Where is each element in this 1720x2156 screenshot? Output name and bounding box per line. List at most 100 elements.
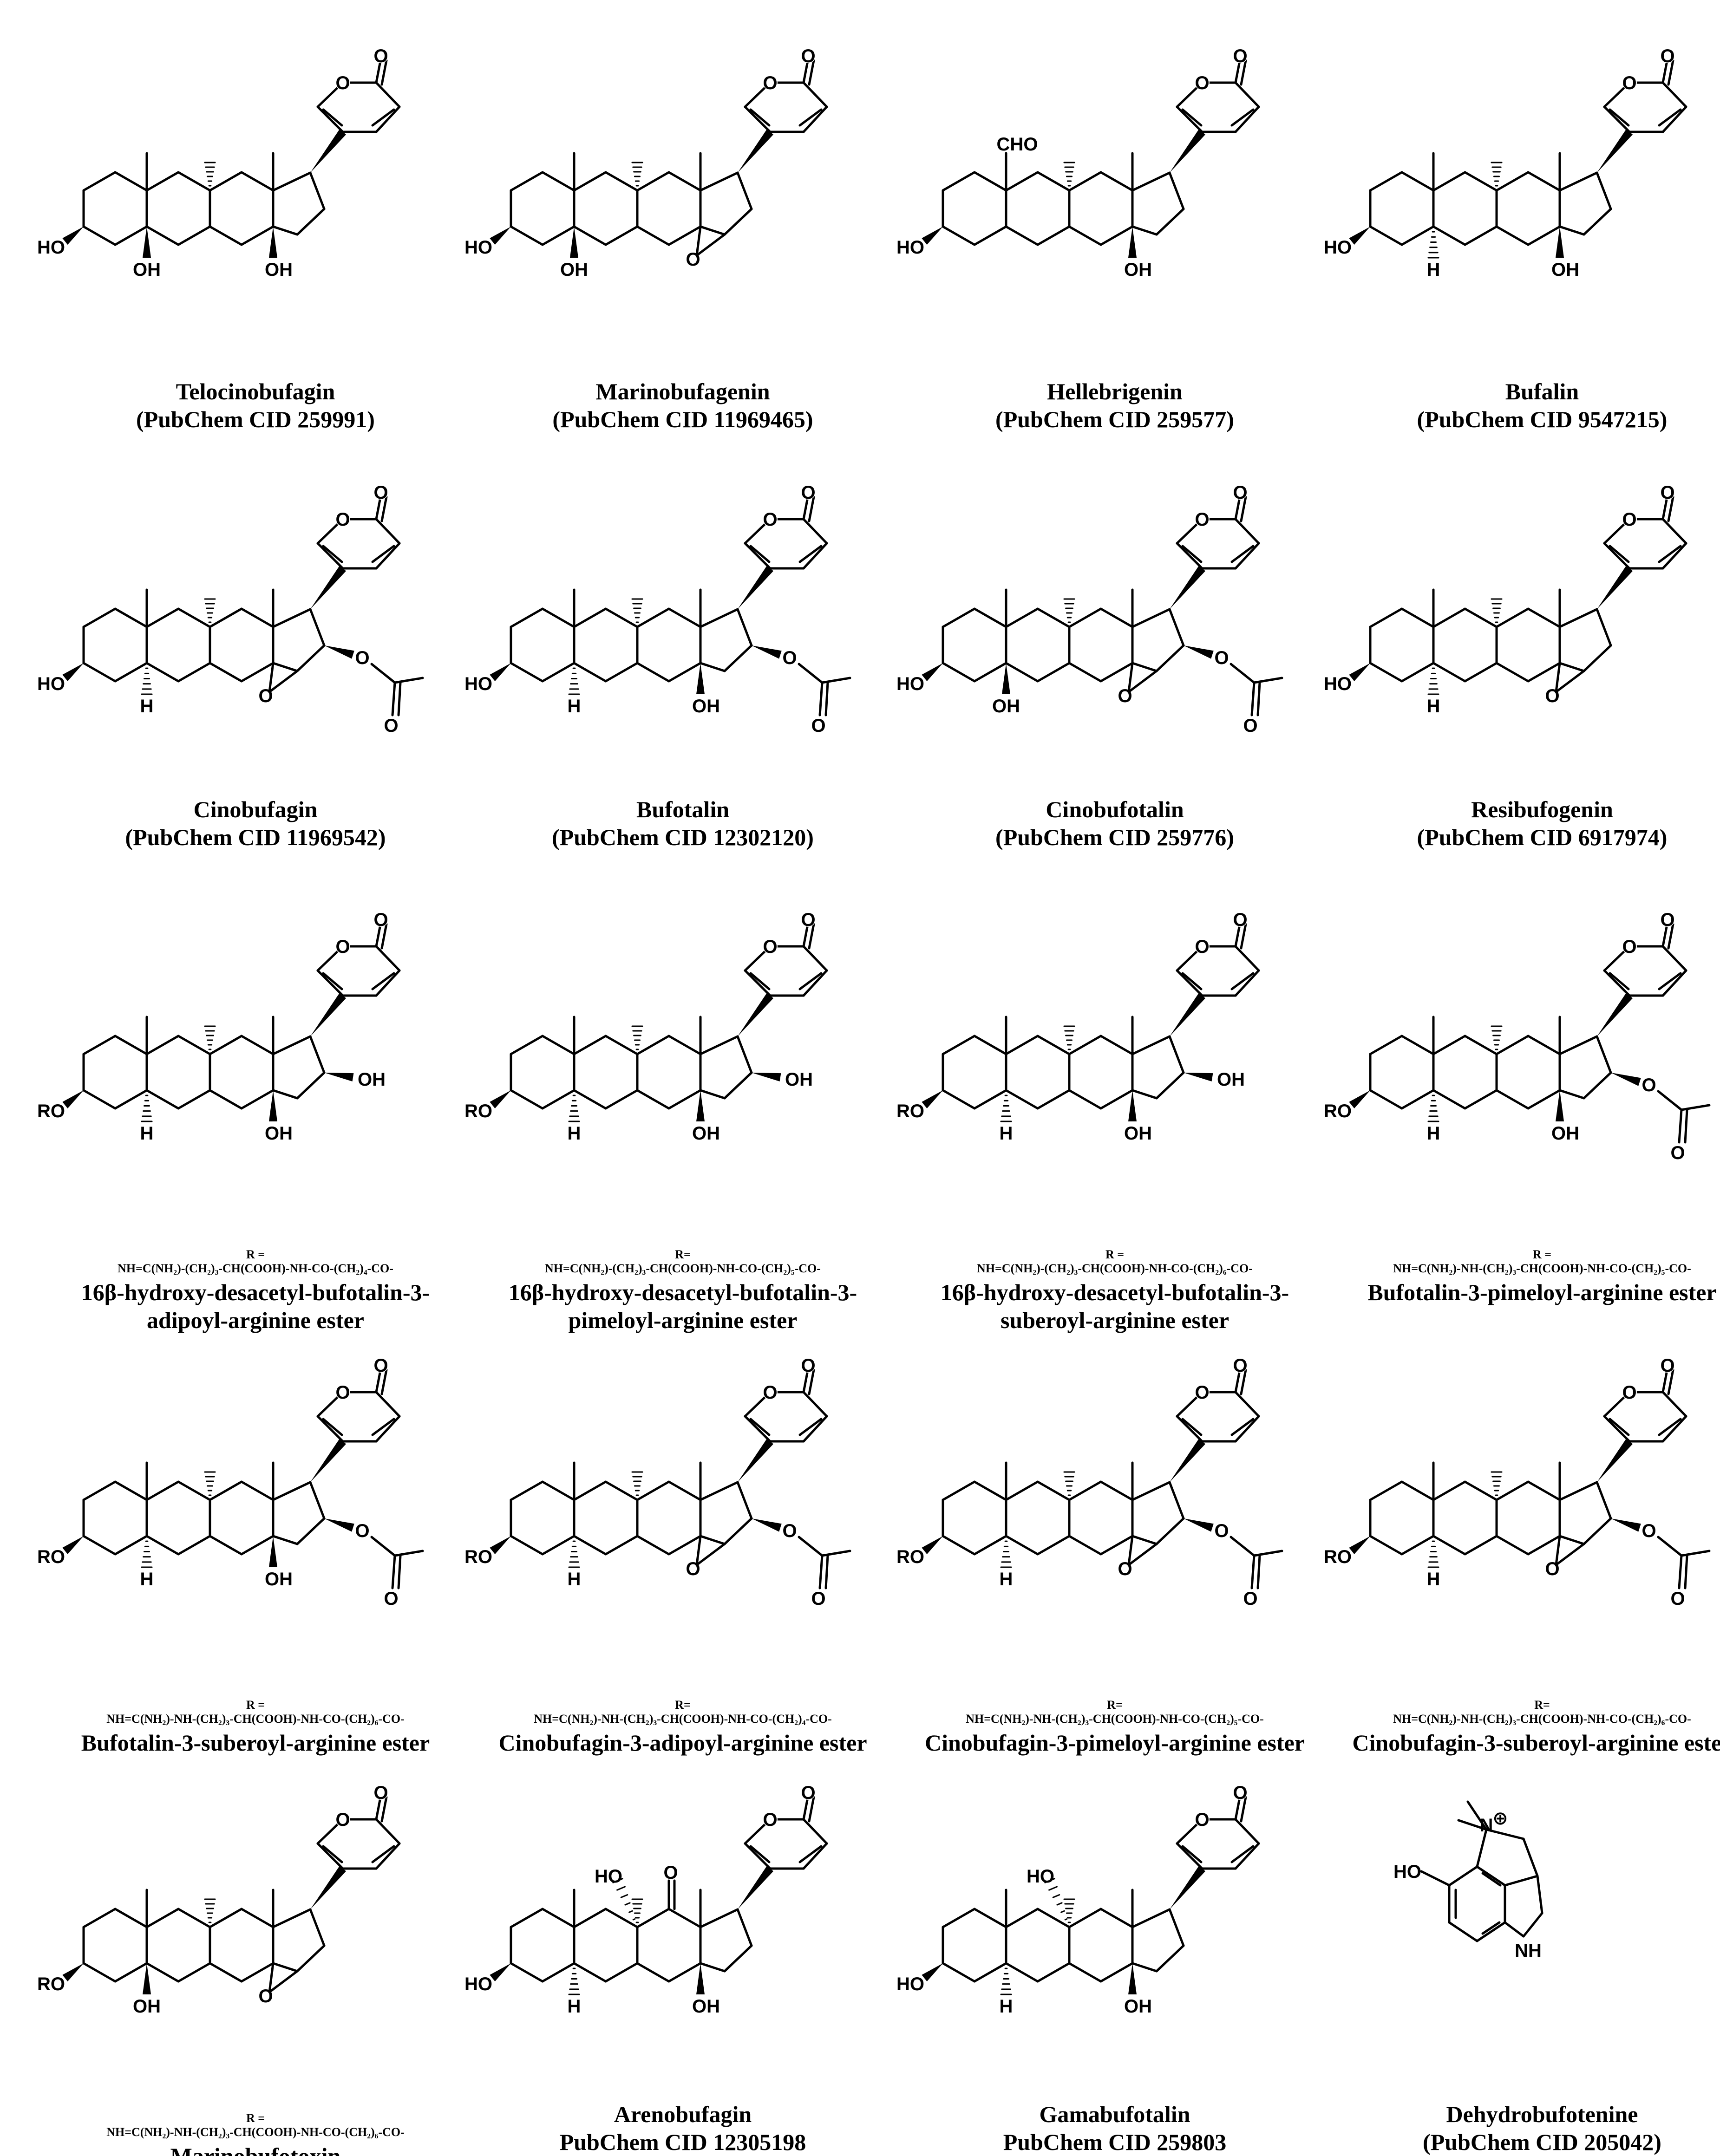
carbonyl-oxygen: O [1660, 46, 1674, 66]
bond [1432, 225, 1466, 246]
r-label: R= [675, 1248, 691, 1261]
r-formula: NH=C(NH₂)-(CH₂)₃-CH(COOH)-NH-CO-(CH₂)₆-C… [977, 1262, 1253, 1275]
r-formula: NH=C(NH₂)-NH-(CH₂)₃-CH(COOH)-NH-CO-(CH₂)… [106, 2125, 405, 2139]
c5-hydrogen: H [140, 1123, 154, 1144]
aldehyde-group: CHO [997, 134, 1038, 155]
bond [145, 1535, 180, 1556]
bond [375, 1415, 401, 1443]
bond [1558, 1481, 1598, 1501]
bond [736, 171, 753, 210]
bond [1099, 1089, 1134, 1110]
bond [272, 1962, 299, 1973]
compound-name-line2: adipoyl-arginine ester [147, 1307, 364, 1333]
bond [1481, 1872, 1502, 1887]
c5-hydrogen: H [1000, 1123, 1013, 1144]
bond [1155, 644, 1185, 672]
bond [82, 1962, 117, 1983]
bond [802, 1818, 828, 1845]
bond [1127, 1535, 1134, 1566]
wedge-bond [922, 227, 943, 245]
bond [1466, 1800, 1488, 1831]
ring-oxygen-bg [335, 1385, 350, 1400]
bond [296, 1071, 326, 1100]
bond [749, 1418, 771, 1436]
bond [798, 1536, 824, 1557]
bond [1230, 108, 1255, 127]
bond [380, 59, 388, 86]
c14-hydroxyl: OH [265, 1123, 293, 1144]
bond [1230, 1418, 1255, 1436]
epoxide-oxygen: O [258, 686, 273, 706]
c14-hydroxyl: OH [1124, 1996, 1152, 2017]
bond [1036, 662, 1071, 683]
wedge-bond [738, 566, 774, 609]
carbonyl-oxygen-bg [1233, 1785, 1248, 1800]
bond [1131, 1962, 1158, 1973]
wedge-bond [269, 1090, 277, 1121]
bond [1005, 1962, 1039, 1983]
bond [375, 518, 401, 545]
bond [1661, 1391, 1687, 1418]
bond [1127, 662, 1134, 693]
bond [802, 105, 828, 133]
bond [1234, 1415, 1260, 1443]
ring-oxygen-bg [1622, 75, 1637, 90]
carbonyl-oxygen-bg [1660, 912, 1675, 927]
bond [573, 1480, 607, 1501]
bond [1369, 607, 1403, 628]
bond [145, 607, 180, 628]
bond [1052, 1894, 1060, 1898]
c5-hydrogen: H [1427, 260, 1440, 280]
bond [375, 1818, 401, 1845]
bond [1036, 1908, 1071, 1928]
bond [1064, 1918, 1068, 1921]
bond [942, 1035, 976, 1055]
bond [1099, 1035, 1134, 1055]
ring-oxygen-bg [1622, 1385, 1637, 1400]
carbonyl-oxygen: O [1233, 46, 1247, 66]
bond [316, 1842, 344, 1870]
bond [1522, 1837, 1539, 1877]
carbonyl-oxygen-bg [373, 485, 388, 500]
bond [1155, 1071, 1185, 1100]
bond [723, 208, 753, 236]
wedge-bond [1556, 227, 1564, 258]
bond [272, 608, 312, 628]
bond [942, 662, 976, 683]
hydroxyl-group: HO [464, 1974, 492, 1994]
bond [1068, 1535, 1102, 1556]
bond [667, 1480, 702, 1501]
ro-group: RO [896, 1547, 924, 1567]
bond [316, 969, 344, 997]
bond [1432, 607, 1466, 628]
wedge-bond [1597, 993, 1633, 1036]
wedge-bond [696, 1090, 705, 1121]
compound-name: Cinobufagin-3-pimeloyl-arginine ester [925, 1730, 1305, 1756]
wedge-bond [1002, 663, 1010, 694]
bond [1432, 662, 1466, 683]
bond [209, 1535, 243, 1556]
bond [1678, 1554, 1683, 1589]
r-label: R= [675, 1698, 691, 1712]
compound-name: Hellebrigenin [1047, 378, 1183, 404]
bond [309, 171, 326, 210]
bond [636, 662, 670, 683]
ring-oxygen: O [335, 937, 350, 957]
ro-group: RO [464, 1101, 492, 1121]
compound-name: Dehydrobufotenine [1446, 2101, 1638, 2127]
r-formula: NH=C(NH₂)-NH-(CH₂)₃-CH(COOH)-NH-CO-(CH₂)… [1393, 1712, 1691, 1726]
bond [1583, 1517, 1612, 1545]
bond [604, 1908, 639, 1928]
bond [1131, 608, 1171, 628]
bond [1234, 969, 1260, 997]
bond [667, 1962, 702, 1983]
bond [573, 1908, 607, 1928]
bond [1176, 1842, 1203, 1870]
bond [808, 1368, 815, 1395]
bond [824, 681, 829, 716]
bond [798, 108, 823, 127]
ring-oxygen: O [335, 73, 350, 93]
bond [1176, 1415, 1203, 1443]
